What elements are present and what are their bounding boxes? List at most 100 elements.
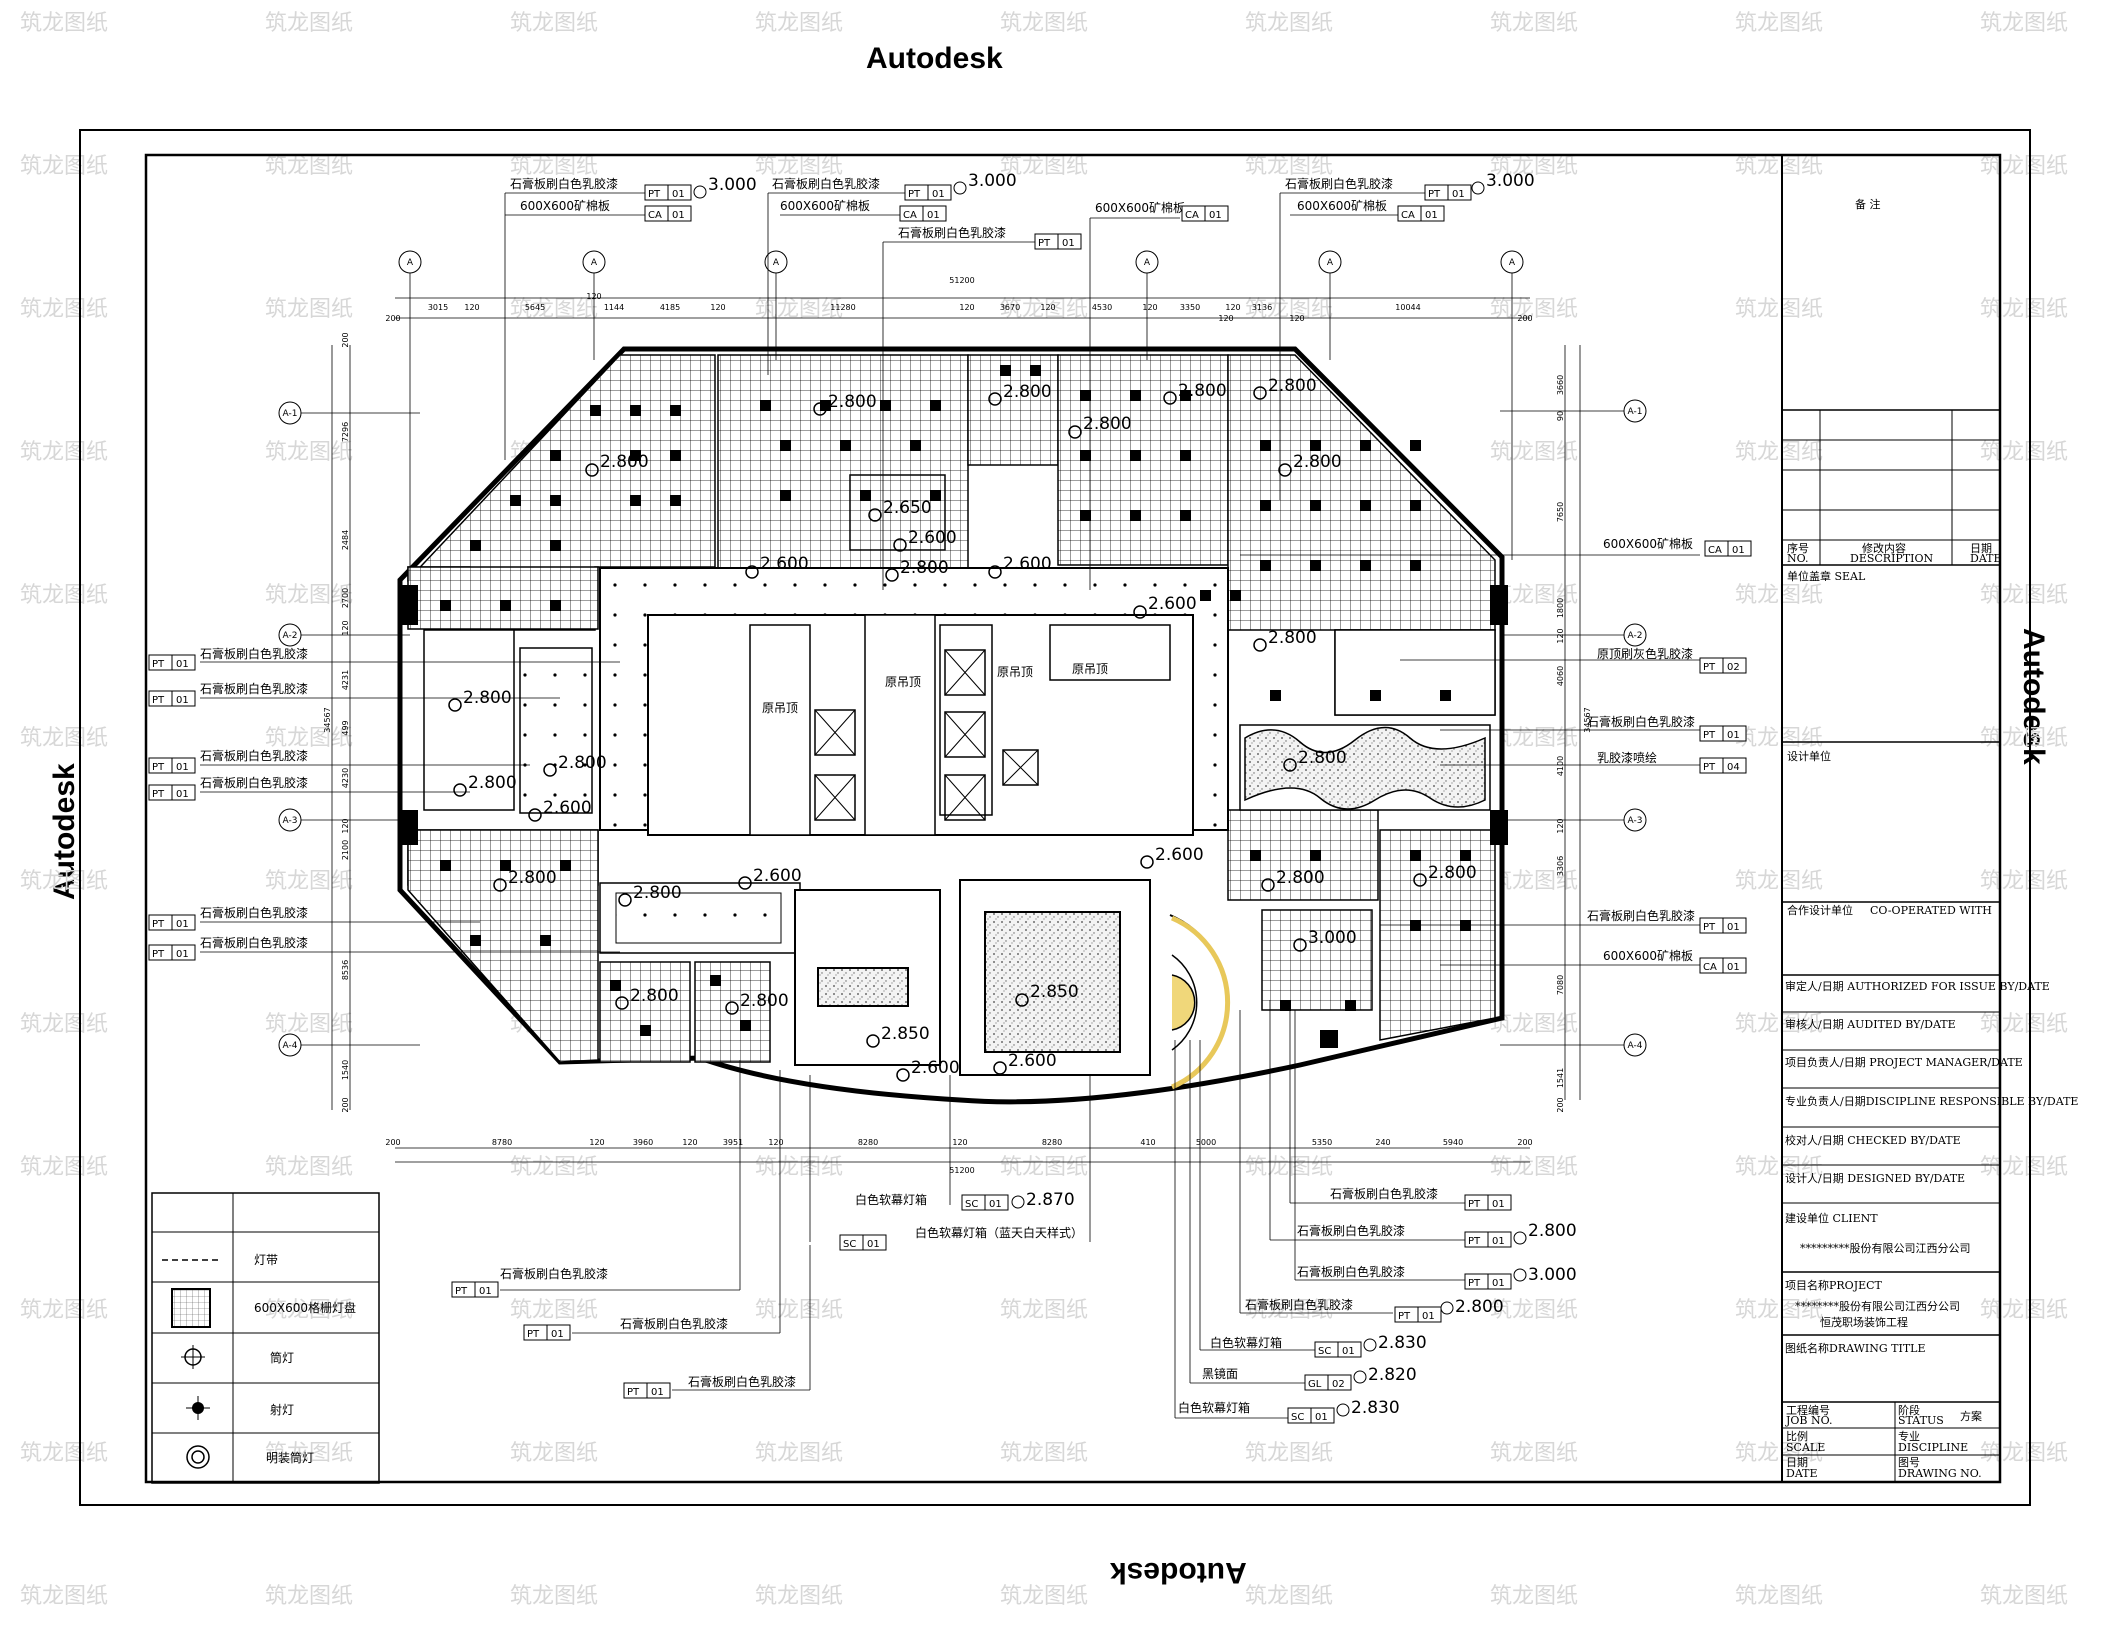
dim-left-12: 200 xyxy=(341,1097,350,1112)
status-label-en: STATUS xyxy=(1898,1414,1944,1427)
callout-tl-num: 01 xyxy=(672,189,685,200)
no-label: 序号 xyxy=(1787,541,1809,555)
curved-feature xyxy=(1169,914,1231,1091)
dim-bottom-6: 120 xyxy=(768,1138,783,1147)
dim-bottom-7: 8280 xyxy=(858,1138,878,1147)
bottom-right-callout-4-tag: SC xyxy=(1318,1346,1331,1357)
elev-2600-i: 2.600 xyxy=(1008,1051,1057,1071)
left-callout-5-num: 01 xyxy=(176,949,189,960)
date-field-label-en: DATE xyxy=(1786,1467,1818,1480)
job-no-label-en: JOB NO. xyxy=(1785,1414,1833,1427)
dim-top-6: 120 xyxy=(710,303,725,312)
callout-tc-tag: PT xyxy=(908,189,921,200)
scale-label: 比例 xyxy=(1786,1429,1808,1443)
right-callout-2: 石膏板刷白色乳胶漆 xyxy=(1587,714,1695,729)
dim-top-11: 4530 xyxy=(1092,303,1112,312)
designed-label: 设计人/日期 DESIGNED BY/DATE xyxy=(1785,1172,1965,1185)
sheet-inner-border xyxy=(144,153,2002,1484)
callout-tl-height: 3.000 xyxy=(708,175,757,195)
legend-item-4: 明装筒灯 xyxy=(266,1450,314,1465)
callout-tr-tag: PT xyxy=(1428,189,1441,200)
cooperate-label-en: CO-OPERATED WITH xyxy=(1870,904,1992,917)
bottom-right-callout-5-num: 02 xyxy=(1332,1379,1345,1390)
dimension-left: 34567 200 7296 2484 2700 120 4231 499 42… xyxy=(323,332,351,1113)
remarks-label: 备 注 xyxy=(1855,197,1881,211)
dim-top-2: 120 xyxy=(464,303,479,312)
callout-tr-mineral: 600X600矿棉板 xyxy=(1297,199,1387,213)
brand-top: Autodesk xyxy=(866,42,1003,75)
date-field-label: 日期 xyxy=(1786,1456,1808,1469)
design-unit-label: 设计单位 xyxy=(1787,749,1831,763)
dim-right-6: 4100 xyxy=(1556,756,1565,776)
pm-label: 项目负责人/日期 PROJECT MANAGER/DATE xyxy=(1785,1055,2023,1069)
no-label-en: NO. xyxy=(1787,552,1809,565)
grid-bubble-top-1: A xyxy=(591,258,598,268)
bottom-callout-softbox: 白色软幕灯箱 xyxy=(855,1192,927,1207)
elev-2800-e: 2.800 xyxy=(1178,381,1227,401)
desc-label: 修改内容 xyxy=(1862,541,1906,555)
callout-tc-material: 石膏板刷白色乳胶漆 xyxy=(772,176,880,191)
callout-tc-num: 01 xyxy=(932,189,945,200)
dim-right-0: 3660 xyxy=(1556,375,1565,395)
seal-label: 单位盖章 SEAL xyxy=(1787,569,1866,583)
dim-top-1: 3015 xyxy=(428,303,448,312)
callout-tr-material: 石膏板刷白色乳胶漆 xyxy=(1285,176,1393,191)
elev-2800-g: 2.800 xyxy=(1293,452,1342,472)
elev-2800-b: 2.800 xyxy=(828,392,877,412)
bottom-callout-sky-num: 01 xyxy=(867,1239,880,1250)
grid-bubble-right-1: A-2 xyxy=(1628,631,1643,641)
client-name: *********股份有限公司江西分公司 xyxy=(1800,1241,1971,1255)
bottom-right-callout-1: 石膏板刷白色乳胶漆 xyxy=(1297,1223,1405,1238)
bottom-right-callout-3-tag: PT xyxy=(1398,1311,1411,1322)
grid-bubble-top-2: A xyxy=(773,258,780,268)
bottom-callout-2: 石膏板刷白色乳胶漆 xyxy=(688,1374,796,1389)
bottom-callout-0-num: 01 xyxy=(479,1286,492,1297)
legend-item-1: 600X600格栅灯盘 xyxy=(254,1300,356,1315)
status-label: 阶段 xyxy=(1898,1403,1920,1417)
legend: 灯带 600X600格栅灯盘 筒灯 射灯 明装筒灯 xyxy=(151,1192,380,1484)
dim-top-17: 10044 xyxy=(1395,303,1420,312)
right-callout-spray: 乳胶漆喷绘 xyxy=(1597,750,1657,765)
dim-bottom-10: 410 xyxy=(1140,1138,1155,1147)
client-label: 建设单位 CLIENT xyxy=(1785,1211,1878,1225)
bottom-callout-1: 石膏板刷白色乳胶漆 xyxy=(620,1316,728,1331)
elev-3000-a: 3.000 xyxy=(1308,928,1357,948)
dim-bottom-13: 240 xyxy=(1375,1138,1390,1147)
bottom-right-callout-softbox-b: 白色软幕灯箱 xyxy=(1178,1400,1250,1415)
elev-2650: 2.650 xyxy=(883,498,932,518)
left-callout-0-num: 01 xyxy=(176,659,189,670)
dim-bottom-15: 200 xyxy=(1517,1138,1532,1147)
elev-2600-d: 2.600 xyxy=(1148,594,1197,614)
elev-2800-n: 2.800 xyxy=(508,868,557,888)
dim-left-11: 1540 xyxy=(341,1060,350,1080)
left-callout-3-num: 01 xyxy=(176,789,189,800)
callout-tl-tag: PT xyxy=(648,189,661,200)
right-callout-0-tag: CA xyxy=(1708,545,1722,556)
elev-2800-a: 2.800 xyxy=(600,452,649,472)
dimension-top: 51200 120 120 200 3015 120 5645 1144 418… xyxy=(385,276,1532,323)
bottom-callout-softbox-height: 2.870 xyxy=(1026,1190,1075,1210)
title-block: 备 注 序号 NO. 修改内容 DESCRIPTION 日期 DATE 单位盖章… xyxy=(1782,197,2078,1482)
cooperate-label: 合作设计单位 xyxy=(1787,903,1853,917)
dim-top-small-a: 120 xyxy=(586,292,601,301)
callout-tcr-num: 01 xyxy=(1209,210,1222,221)
bottom-callout-sky-tag: SC xyxy=(843,1239,856,1250)
elev-2800-h: 2.800 xyxy=(900,558,949,578)
dim-top-15: 3136 xyxy=(1252,303,1272,312)
right-callout-4-num: 01 xyxy=(1727,922,1740,933)
dim-top-13: 3350 xyxy=(1180,303,1200,312)
grid-bubble-right-3: A-4 xyxy=(1628,1041,1643,1051)
right-callout-2-num: 01 xyxy=(1727,730,1740,741)
bottom-right-callout-1-tag: PT xyxy=(1468,1236,1481,1247)
grid-bubble-left-2: A-3 xyxy=(283,816,298,826)
bottom-right-callout-0-tag: PT xyxy=(1468,1199,1481,1210)
grid-bubble-left-1: A-2 xyxy=(283,631,298,641)
elevator-shafts xyxy=(814,649,1039,821)
left-callout-0: 石膏板刷白色乳胶漆 xyxy=(200,646,308,661)
right-callout-5-num: 01 xyxy=(1727,962,1740,973)
bottom-callout-1-tag: PT xyxy=(527,1329,540,1340)
dim-left-6: 499 xyxy=(341,720,350,735)
bottom-right-callout-2-num: 01 xyxy=(1492,1278,1505,1289)
